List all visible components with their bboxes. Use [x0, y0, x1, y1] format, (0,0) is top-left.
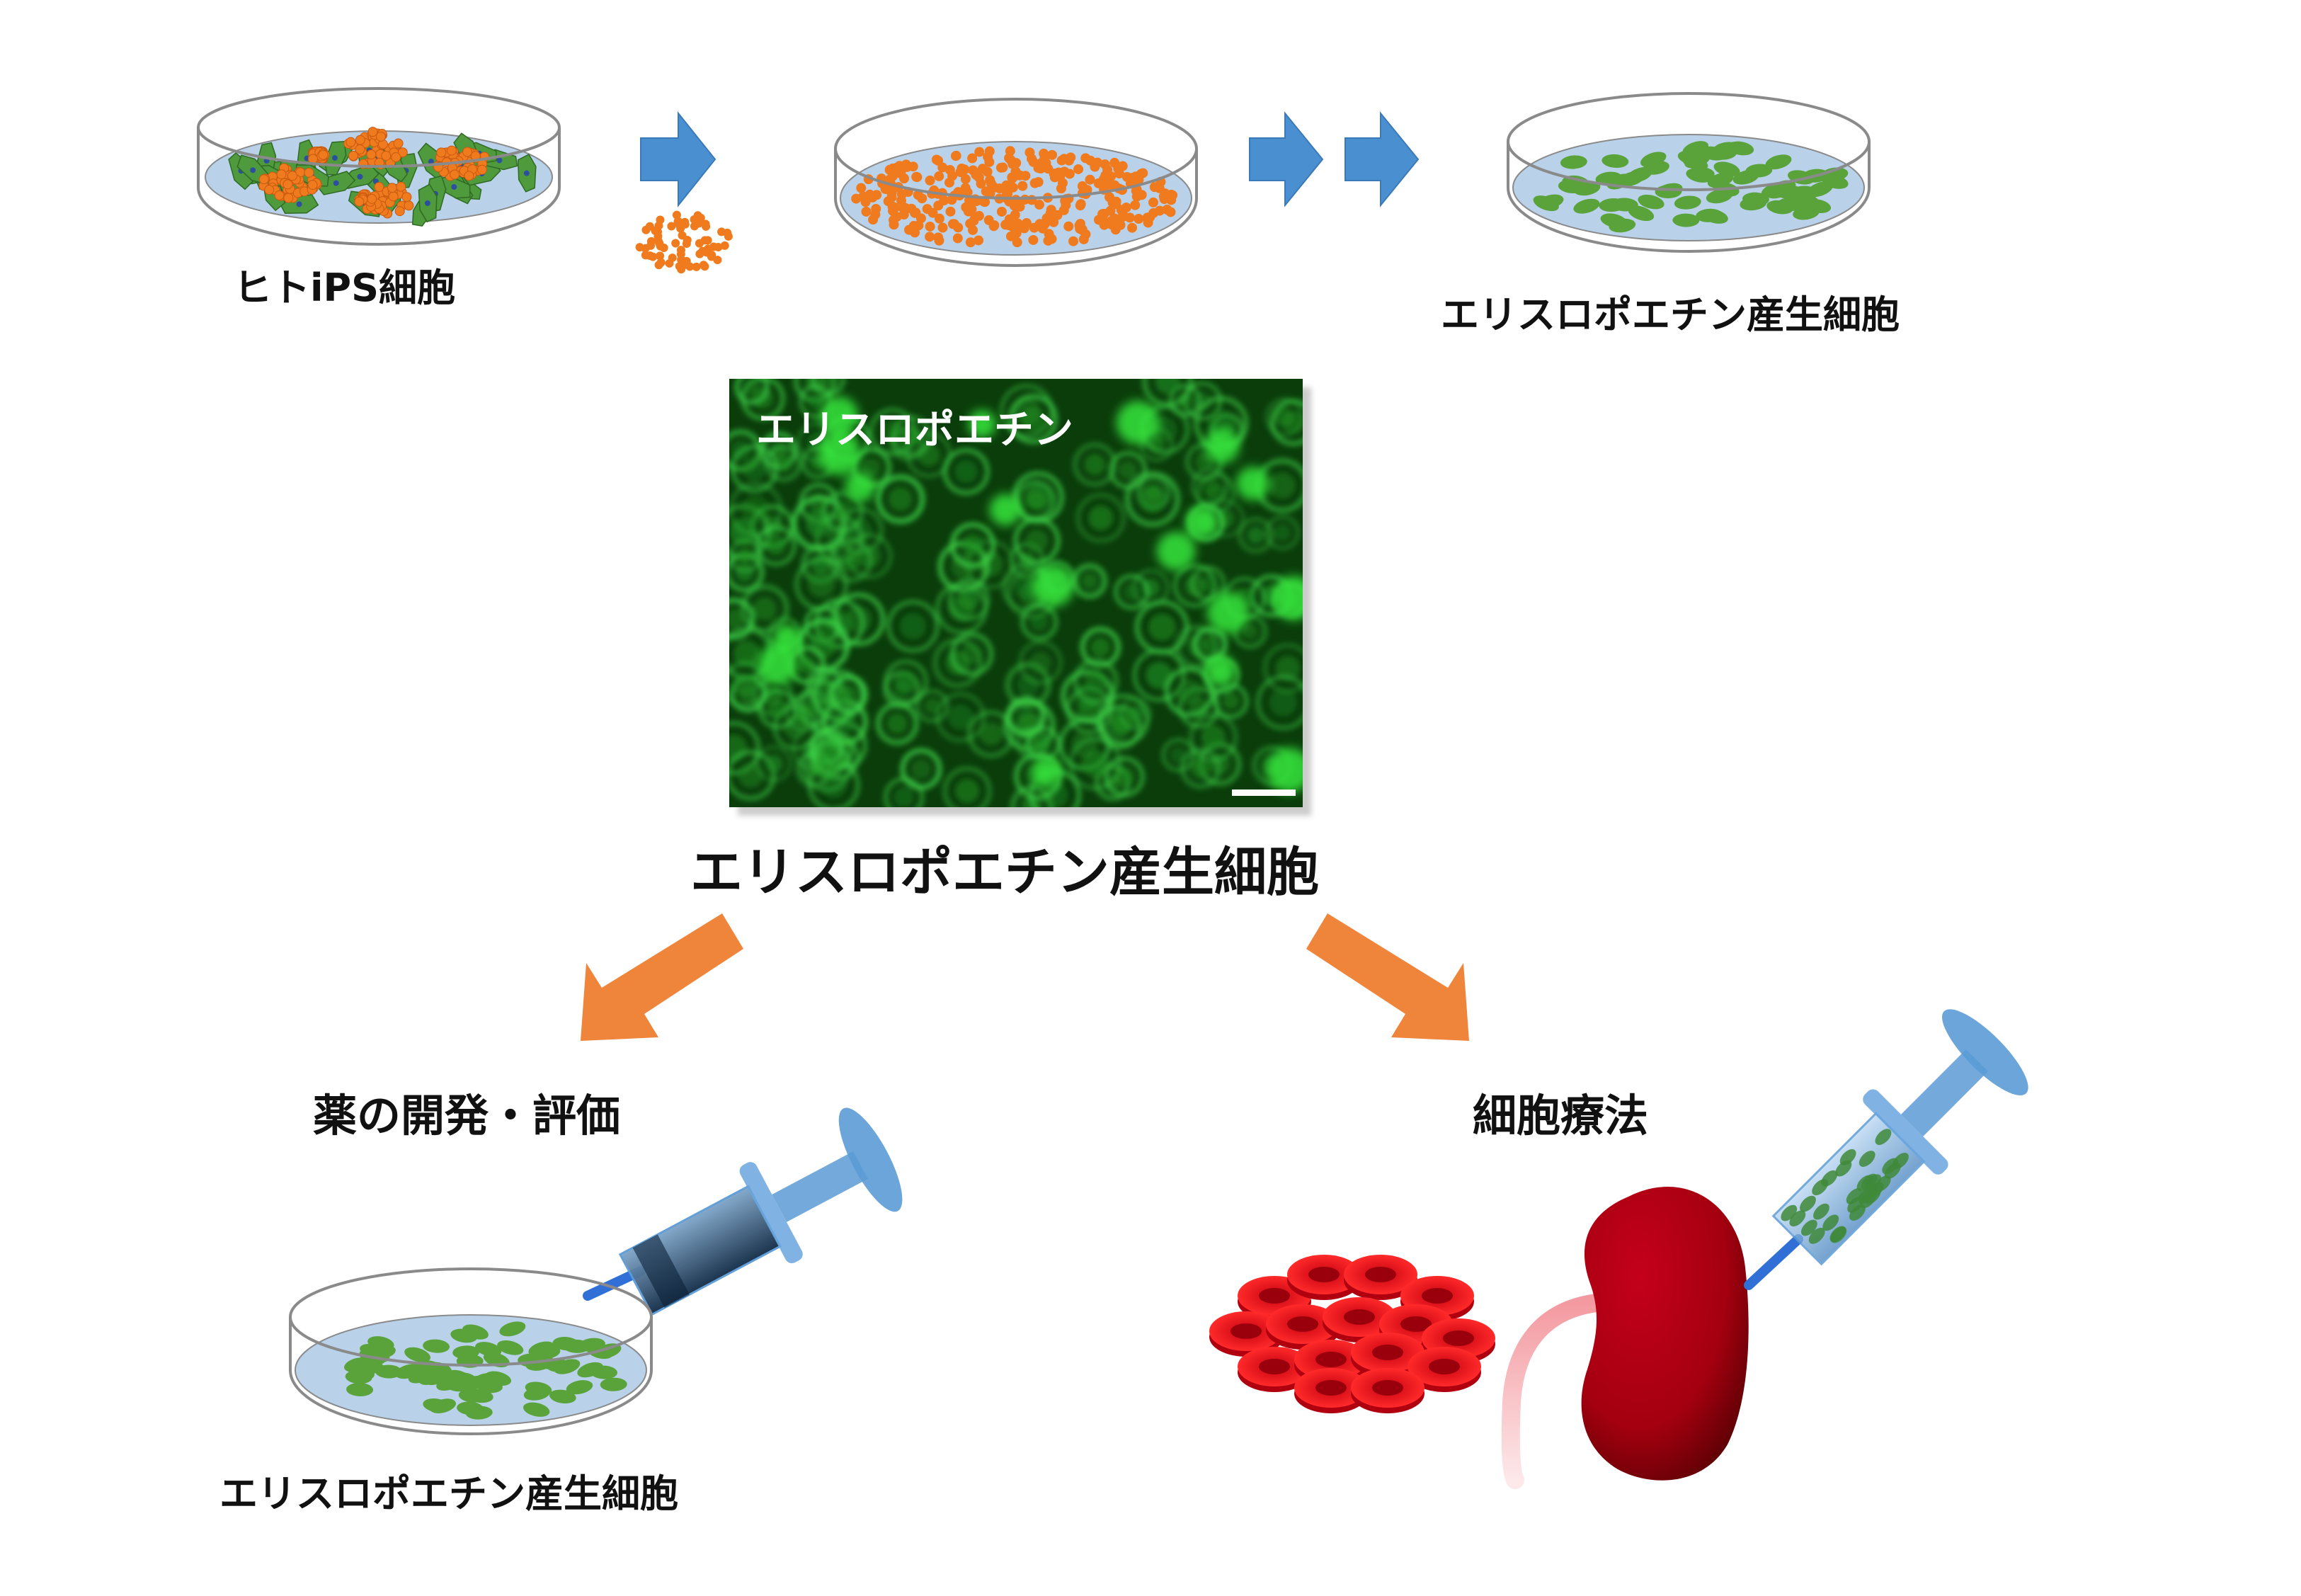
arrow-right-icon	[1249, 111, 1324, 207]
fluorescence-micrograph	[729, 379, 1311, 816]
petri-dish-icon	[289, 1267, 653, 1435]
petri-dish-icon	[834, 98, 1198, 267]
arrow-right-icon	[1344, 111, 1420, 207]
label-drug-dev: 薬の開発・評価	[313, 1090, 621, 1141]
syringe-icon	[583, 1107, 903, 1316]
label-epo-cells-top: エリスロポエチン産生細胞	[1441, 292, 1900, 337]
scale-bar-icon	[1232, 790, 1296, 796]
arrow-down-right-icon	[1306, 913, 1469, 1041]
red-blood-cells-icon	[1209, 1255, 1495, 1413]
arrow-down-left-icon	[581, 913, 743, 1041]
syringe-icon	[1744, 1009, 2028, 1290]
arrow-right-icon	[640, 111, 716, 207]
label-cell-therapy: 細胞療法	[1473, 1090, 1649, 1141]
label-ips-cells: ヒトiPS細胞	[234, 266, 455, 310]
dissociated-cells	[635, 210, 733, 274]
petri-dish-icon	[1507, 92, 1871, 253]
label-epo-cells-bottom: エリスロポエチン産生細胞	[219, 1471, 678, 1516]
kidney-icon	[1581, 1187, 1749, 1481]
petri-dish-icon	[197, 87, 561, 246]
label-epo-cells-main: エリスロポエチン産生細胞	[690, 842, 1319, 903]
label-micro-stain: エリスロポエチン	[756, 407, 1073, 453]
ureter	[1501, 1294, 1606, 1489]
